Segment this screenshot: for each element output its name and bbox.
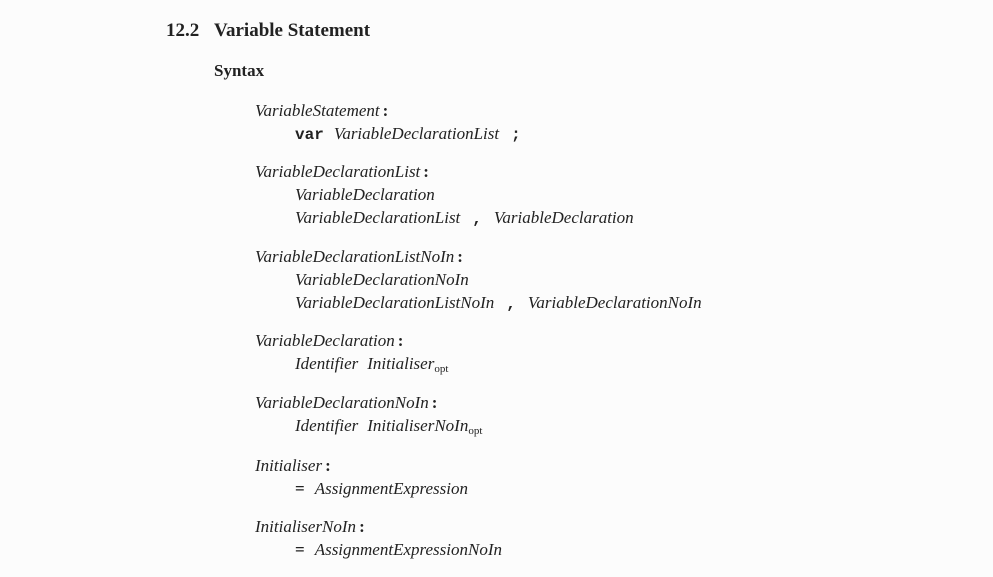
production-initialiser: Initialiser: = AssignmentExpression xyxy=(255,454,468,500)
production-lhs: VariableDeclarationList xyxy=(255,162,421,181)
production-colon: : xyxy=(382,101,389,120)
production-rhs: Identifier InitialiserNoInopt xyxy=(255,414,482,437)
terminal-equals: = xyxy=(295,479,305,498)
production-colon: : xyxy=(457,247,463,266)
nonterminal: Initialiser xyxy=(367,354,435,373)
production-rhs: VariableDeclarationList, VariableDeclarat… xyxy=(255,206,634,229)
production-colon: : xyxy=(325,456,331,475)
nonterminal: AssignmentExpressionNoIn xyxy=(314,540,502,559)
production-colon: : xyxy=(359,517,365,536)
production-initialiser-noin: InitialiserNoIn: = AssignmentExpressionNo… xyxy=(255,515,502,561)
nonterminal: VariableDeclarationList xyxy=(295,208,461,227)
terminal-comma: , xyxy=(506,295,516,313)
optional-subscript: opt xyxy=(434,363,449,375)
production-colon: : xyxy=(431,393,438,412)
production-colon: : xyxy=(397,331,404,350)
nonterminal: Identifier xyxy=(295,416,359,435)
production-rhs: Identifier Initialiseropt xyxy=(255,352,448,375)
nonterminal: VariableDeclaration xyxy=(295,185,435,204)
nonterminal: AssignmentExpression xyxy=(314,479,468,498)
nonterminal: VariableDeclarationNoIn xyxy=(527,293,702,312)
section-title: Variable Statement xyxy=(214,20,371,41)
section-heading: 12.2 Variable Statement xyxy=(166,20,370,42)
production-rhs: = AssignmentExpression xyxy=(255,477,468,500)
syntax-subheading: Syntax xyxy=(214,61,265,80)
nonterminal: InitialiserNoIn xyxy=(367,416,469,435)
nonterminal: VariableDeclarationList xyxy=(333,124,500,143)
production-variable-statement: VariableStatement: var VariableDeclaratio… xyxy=(255,99,533,145)
production-lhs: InitialiserNoIn xyxy=(255,517,357,536)
production-rhs: VariableDeclarationListNoIn, VariableDecl… xyxy=(255,291,702,314)
nonterminal: VariableDeclarationListNoIn xyxy=(295,293,495,312)
production-lhs: VariableDeclaration xyxy=(255,331,395,350)
optional-subscript: opt xyxy=(468,425,483,437)
terminal-semicolon: ; xyxy=(511,126,521,144)
production-variable-declaration-list: VariableDeclarationList: VariableDeclara… xyxy=(255,160,634,229)
production-variable-declaration: VariableDeclaration: Identifier Initialis… xyxy=(255,329,448,375)
production-rhs: = AssignmentExpressionNoIn xyxy=(255,538,502,561)
production-variable-declaration-noin: VariableDeclarationNoIn: Identifier Initi… xyxy=(255,391,482,437)
nonterminal: Identifier xyxy=(295,354,359,373)
nonterminal: VariableDeclaration xyxy=(493,208,634,227)
production-lhs: Initialiser xyxy=(255,456,323,475)
production-colon: : xyxy=(423,162,429,181)
production-lhs: VariableDeclarationListNoIn xyxy=(255,247,455,266)
production-lhs: VariableStatement xyxy=(255,101,380,120)
section-number: 12.2 xyxy=(166,20,200,41)
production-rhs: var VariableDeclarationList; xyxy=(255,122,533,145)
terminal-equals: = xyxy=(295,540,305,559)
nonterminal: VariableDeclarationNoIn xyxy=(295,270,469,289)
keyword-var: var xyxy=(295,126,324,144)
production-rhs: VariableDeclarationNoIn xyxy=(255,268,702,291)
production-rhs: VariableDeclaration xyxy=(255,183,634,206)
production-variable-declaration-list-noin: VariableDeclarationListNoIn: VariableDec… xyxy=(255,245,702,314)
terminal-comma: , xyxy=(472,210,482,228)
production-lhs: VariableDeclarationNoIn xyxy=(255,393,429,412)
